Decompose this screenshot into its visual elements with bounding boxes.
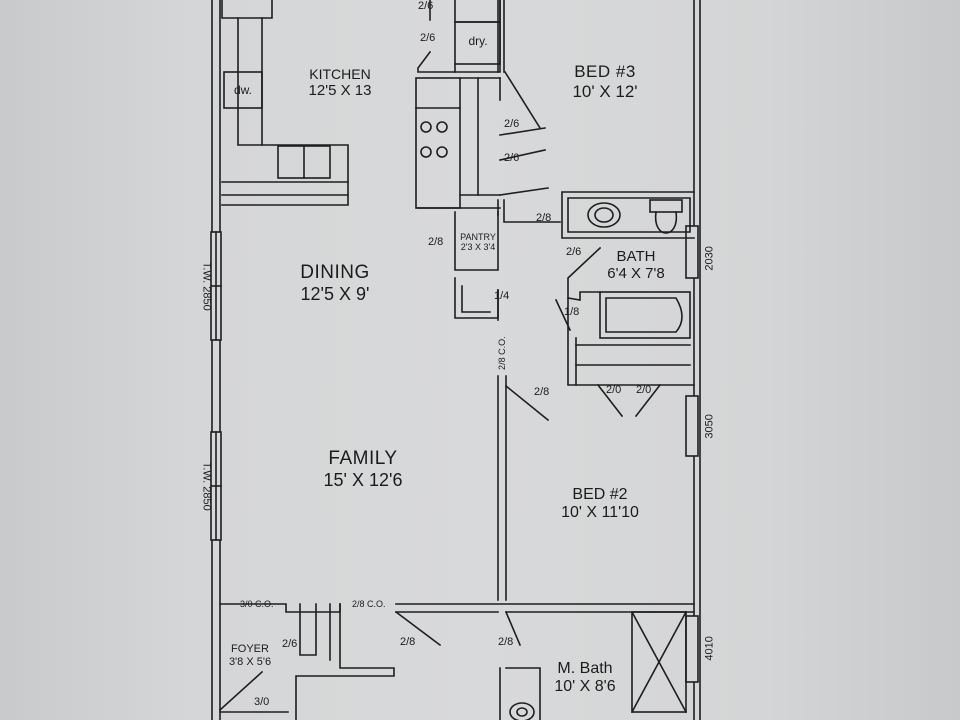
mbath-label: M. Bath 10' X 8'6 xyxy=(540,660,630,697)
dining-dims: 12'5 X 9' xyxy=(300,283,370,304)
dining-label: DINING 12'5 X 9' xyxy=(270,262,400,305)
door-bath-closet: 1/8 xyxy=(564,306,580,318)
bath-label: BATH 6'4 X 7'8 xyxy=(588,248,684,283)
window-dining: T.W. 2850 xyxy=(200,261,213,311)
door-bath-entry: 2/6 xyxy=(566,246,582,258)
dryer-label: dry. xyxy=(468,34,488,48)
dishwasher-label: dw. xyxy=(233,83,252,97)
window-mbath: 4010 xyxy=(703,636,716,661)
door-bed3-b: 2/6 xyxy=(504,152,520,164)
door-bed3-a: 2/6 xyxy=(504,118,520,130)
exterior-walls xyxy=(211,0,701,720)
right-windows xyxy=(685,225,699,683)
kitchen-name: KITCHEN xyxy=(309,66,371,82)
window-bed2: 3050 xyxy=(703,414,716,439)
bed3-name: BED #3 xyxy=(574,62,636,81)
hall-walls xyxy=(218,603,695,720)
mbath-dims: 10' X 8'6 xyxy=(554,678,616,696)
pantry-name: PANTRY xyxy=(460,232,496,242)
door-hall-co: 2/8 C.O. xyxy=(496,336,507,370)
foyer-dims: 3'8 X 5'6 xyxy=(228,655,272,668)
door-bed2: 2/8 xyxy=(534,386,550,398)
door-laundry: 2/6 xyxy=(420,32,436,44)
door-linen: 1/4 xyxy=(494,290,510,302)
bed2-name: BED #2 xyxy=(572,486,628,503)
door-family-co: 2/8 C.O. xyxy=(352,599,386,609)
door-mbath: 2/8 xyxy=(498,636,514,648)
door-pantry: 2/8 xyxy=(428,236,444,248)
door-foyer-co: 3/0 C.O. xyxy=(240,599,274,609)
bed3-dims: 10' X 12' xyxy=(572,81,638,101)
family-dims: 15' X 12'6 xyxy=(323,469,403,490)
door-bed3-entry: 2/8 xyxy=(536,212,552,224)
door-foyer-closet: 2/6 xyxy=(282,638,298,650)
foyer-label: FOYER 3'8 X 5'6 xyxy=(218,643,282,668)
door-bed2-closet-a: 2/0 xyxy=(606,384,622,396)
laundry-and-range xyxy=(415,0,549,209)
door-bed2-closet-b: 2/0 xyxy=(636,384,652,396)
kitchen-counter xyxy=(221,0,349,206)
bath-fixtures xyxy=(554,191,695,418)
interior-partitions xyxy=(454,0,561,601)
bed3-label: BED #3 10' X 12' xyxy=(550,62,660,101)
mbath-name: M. Bath xyxy=(557,660,613,677)
master-bath-fixtures xyxy=(499,610,688,720)
pantry-label: PANTRY 2'3 X 3'4 xyxy=(456,232,500,253)
window-family: T.W. 2850 xyxy=(200,461,213,511)
kitchen-label: KITCHEN 12'5 X 13 xyxy=(290,66,390,99)
bed2-label: BED #2 10' X 11'10 xyxy=(540,486,660,523)
left-windows xyxy=(210,231,222,541)
door-front: 3/0 xyxy=(254,696,270,708)
family-label: FAMILY 15' X 12'6 xyxy=(298,448,428,491)
door-hall-lower: 2/8 xyxy=(400,636,416,648)
bed2-dims: 10' X 11'10 xyxy=(561,504,639,522)
bath-dims: 6'4 X 7'8 xyxy=(607,265,665,283)
foyer-name: FOYER xyxy=(231,643,269,655)
window-bath: 2030 xyxy=(703,246,716,271)
door-laundry-top: 2/6 xyxy=(418,0,434,12)
pantry-dims: 2'3 X 3'4 xyxy=(460,242,496,253)
bath-name: BATH xyxy=(616,248,656,265)
family-name: FAMILY xyxy=(328,448,398,469)
dining-name: DINING xyxy=(300,262,370,283)
kitchen-dims: 12'5 X 13 xyxy=(308,82,372,100)
